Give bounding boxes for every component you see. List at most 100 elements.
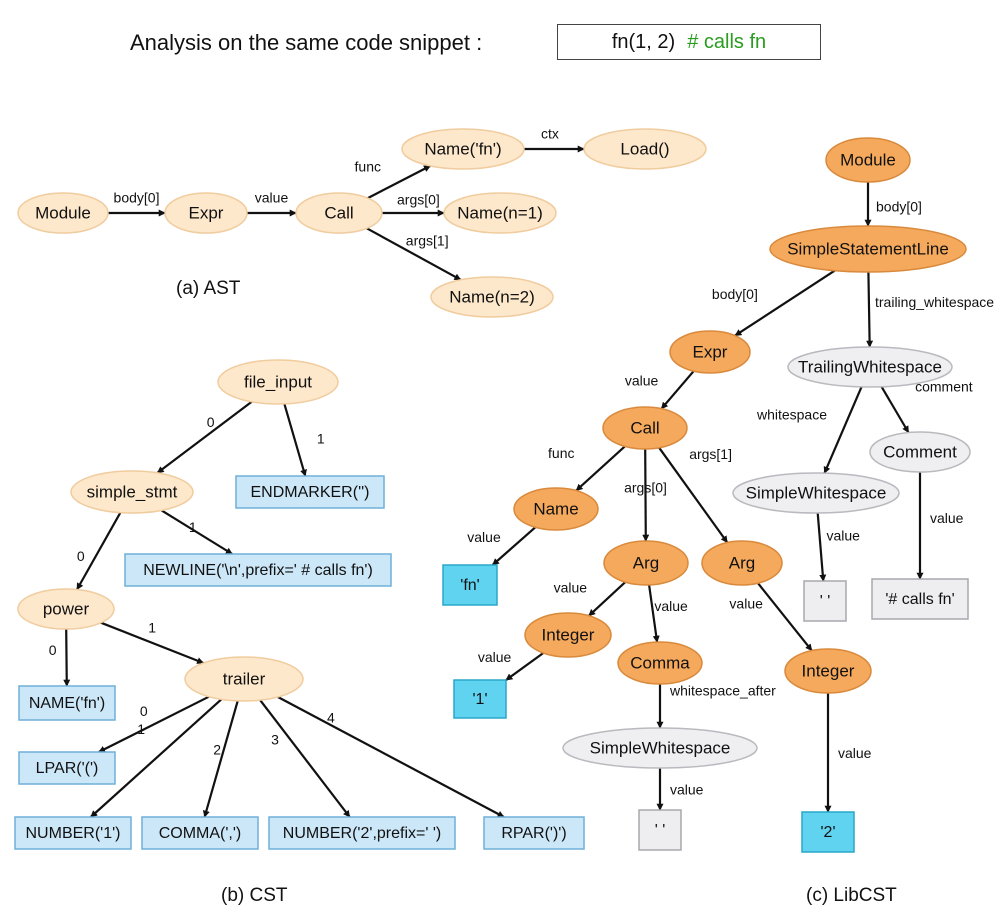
libcst-node-calls-fn: '# calls fn' (871, 578, 969, 620)
libcst-edge-label: func (548, 445, 574, 461)
libcst-node-label: Name (533, 499, 578, 518)
libcst-edge-label: body[0] (876, 199, 922, 215)
libcst-node-label: Expr (693, 342, 728, 361)
libcst-node-label: Integer (802, 661, 855, 680)
cst-edge-power-to-name (63, 628, 71, 687)
ast-node-call: Call (295, 192, 383, 234)
libcst-edge-label: args[1] (689, 446, 732, 462)
libcst-node-arg: Arg (603, 540, 689, 586)
libcst-edge-label: value (654, 598, 688, 614)
libcst-node-comma: Comma (617, 641, 703, 685)
ast-edge-label: args[0] (397, 192, 440, 208)
libcst-edge-label: value (467, 529, 501, 545)
libcst-node-label: '1' (472, 691, 487, 708)
libcst-edge-label: value (930, 510, 964, 526)
cst-node-label: simple_stmt (87, 482, 178, 501)
cst-node-label: NAME('fn') (29, 695, 105, 712)
libcst-node-label: '# calls fn' (885, 591, 954, 608)
cst-node-number-1: NUMBER('1') (14, 816, 132, 850)
cst-edge-trailer-to-lpar (98, 695, 210, 753)
libcst-edge-label: trailing_whitespace (875, 294, 994, 310)
cst-edge-simple-to-newline (161, 509, 233, 555)
cst-node-label: RPAR(')') (501, 825, 566, 842)
ast-node-load: Load() (583, 128, 707, 170)
cst-edge-label: 0 (49, 642, 57, 658)
libcst-edge-label: value (625, 373, 659, 389)
libcst-edge-expr-to-call (660, 370, 695, 410)
libcst-node-label: 'fn' (460, 577, 479, 594)
libcst-node-label: ' ' (820, 593, 831, 610)
cst-edge-trailer-to-rpar (277, 696, 505, 818)
libcst-edge-label: value (554, 580, 588, 596)
libcst-node-simplewhitespace: SimpleWhitespace (732, 472, 900, 514)
libcst-edge-label: value (729, 596, 763, 612)
cst-edge-power-to-trailer (100, 621, 205, 665)
cst-edge-label: 0 (140, 703, 148, 719)
ast-node-label: Name(n=2) (449, 287, 535, 306)
cst-edge-file-to-simple (156, 400, 253, 474)
libcst-node-label: Comment (883, 442, 957, 461)
cst-node-newline-n-prefix-calls-fn: NEWLINE('\n',prefix=' # calls fn') (124, 553, 392, 587)
cst-edge-simple-to-power (76, 512, 122, 591)
cst-edge-label: 0 (77, 548, 85, 564)
libcst-node-trailingwhitespace: TrailingWhitespace (787, 346, 953, 388)
cst-node-label: COMMA(',') (159, 825, 242, 842)
snippet-code: fn(1, 2) (611, 30, 676, 53)
cst-node-rpar: RPAR(')') (483, 816, 585, 850)
libcst-edge-label: whitespace_after (669, 683, 776, 699)
libcst-node-label: ' ' (655, 822, 666, 839)
libcst-node-label: Call (630, 418, 659, 437)
ast-node-module: Module (17, 192, 109, 234)
cst-edge-label: 3 (271, 731, 279, 747)
ast-edge-call-to-n2 (366, 227, 462, 281)
libcst-node-arg: Arg (701, 540, 783, 586)
cst-edge-label: 1 (137, 721, 145, 737)
libcst-edge-call-to-arg2 (658, 447, 729, 544)
caption-libcst: (c) LibCST (806, 885, 897, 906)
libcst-edge-tw-to-comment (880, 386, 910, 434)
libcst-edge-label: args[0] (624, 480, 667, 496)
libcst-node-label: SimpleStatementLine (787, 239, 949, 258)
libcst-node-label: Comma (630, 653, 690, 672)
cst-node-label: NEWLINE('\n',prefix=' # calls fn') (143, 562, 373, 579)
cst-node-label: trailer (223, 669, 266, 688)
cst-edge-label: 1 (148, 620, 156, 636)
ast-node-label: Module (35, 203, 91, 222)
ast-node-label: Expr (189, 203, 224, 222)
cst-node-endmarker: ENDMARKER('') (235, 475, 385, 509)
libcst-edge-tw-to-sw1 (823, 386, 863, 474)
caption-cst: (b) CST (221, 885, 288, 906)
ast-edge-call-to-namefn (367, 164, 431, 200)
libcst-node-module: Module (825, 137, 911, 183)
libcst-edge-name-to-fn (491, 526, 537, 566)
cst-edge-label: 4 (327, 710, 335, 726)
snippet-comment: # calls fn (687, 30, 767, 53)
libcst-edge-arg2-to-int2 (757, 582, 813, 652)
libcst-node-simplestatementline: SimpleStatementLine (769, 225, 967, 273)
libcst-edge-label: value (478, 649, 512, 665)
ast-node-label: Call (324, 203, 353, 222)
cst-edge-trailer-to-num2 (259, 699, 351, 818)
libcst-edge-arg1-to-comma (648, 584, 660, 643)
cst-edge-label: 1 (317, 431, 325, 447)
ast-edge-label: ctx (541, 126, 559, 142)
cst-edge-label: 2 (213, 742, 221, 758)
cst-node-simple-stmt: simple_stmt (70, 470, 194, 514)
cst-node-number-2-prefix: NUMBER('2',prefix=' ') (268, 816, 456, 850)
ast-edge-label: func (355, 159, 381, 175)
libcst-edge-ssl-to-tw (866, 271, 874, 348)
ast-node-label: Name(n=1) (457, 203, 543, 222)
libcst-edge-label: value (827, 528, 861, 544)
libcst-edge-ssl-to-expr (734, 269, 836, 337)
libcst-node-blank: ' ' (638, 809, 682, 851)
libcst-node-label: TrailingWhitespace (798, 357, 942, 376)
cst-edge-label: 0 (207, 414, 215, 430)
libcst-node-label: Module (840, 150, 896, 169)
libcst-node-2: '2' (801, 811, 855, 853)
cst-node-power: power (17, 588, 115, 630)
cst-node-label: LPAR('(') (36, 760, 99, 777)
cst-edge-label: 1 (189, 519, 197, 535)
